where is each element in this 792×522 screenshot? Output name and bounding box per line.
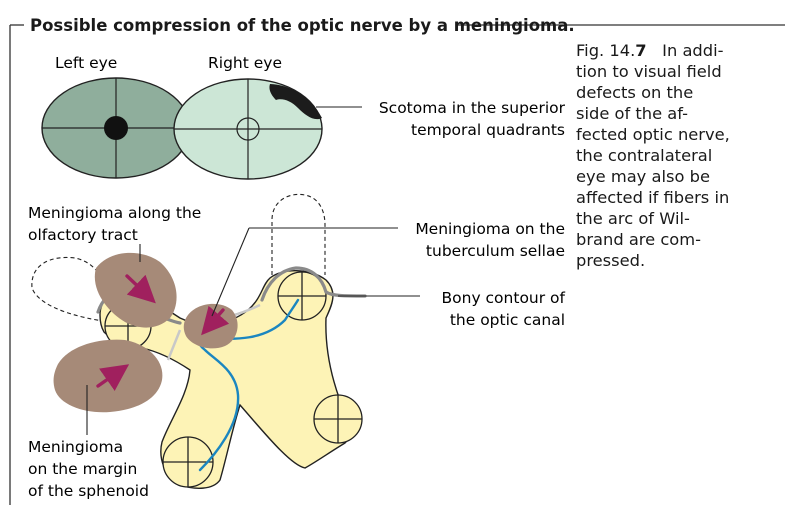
scotoma-label-line1: Scotoma in the superior — [379, 99, 566, 117]
right-eye-label: Right eye — [208, 54, 282, 72]
blind-spot — [104, 116, 128, 140]
sphenoid-label-line1: Meningioma — [28, 438, 123, 456]
caption-line: pressed. — [576, 251, 645, 270]
figure-caption: Fig. 14.7 In addi- tion to visual field … — [576, 40, 788, 271]
sphenoid-label-line3: of the sphenoid — [28, 482, 149, 500]
dashed-pituitary — [272, 194, 325, 275]
scotoma-label-line2: temporal quadrants — [411, 121, 565, 139]
right-eye-field — [174, 79, 362, 179]
left-eye-field — [42, 78, 190, 178]
tuberculum-label-line1: Meningioma on the — [415, 220, 565, 238]
caption-line: affected if fibers in — [576, 188, 729, 207]
tuberculum-label-line2: tuberculum sellae — [426, 242, 565, 260]
sphenoid-label-line2: on the margin — [28, 460, 137, 478]
caption-line: fected optic nerve, — [576, 125, 730, 144]
olfactory-label-line2: olfactory tract — [28, 226, 138, 244]
caption-line: tion to visual field — [576, 62, 722, 81]
caption-line: In addi- — [662, 41, 723, 60]
caption-line: defects on the — [576, 83, 693, 102]
bony-label-line1: Bony contour of — [442, 289, 566, 307]
left-eye-label: Left eye — [55, 54, 117, 72]
caption-line: side of the af- — [576, 104, 688, 123]
bony-label-line2: the optic canal — [450, 311, 565, 329]
caption-line: the arc of Wil- — [576, 209, 690, 228]
caption-line: brand are com- — [576, 230, 701, 249]
caption-fig-prefix: Fig. 14. — [576, 41, 635, 60]
caption-line: eye may also be — [576, 167, 710, 186]
caption-fig-number: 7 — [635, 41, 646, 60]
figure-title: Possible compression of the optic nerve … — [30, 16, 575, 35]
caption-line: the contralateral — [576, 146, 712, 165]
olfactory-label-line1: Meningioma along the — [28, 204, 201, 222]
meningioma-sphenoid — [54, 340, 163, 413]
